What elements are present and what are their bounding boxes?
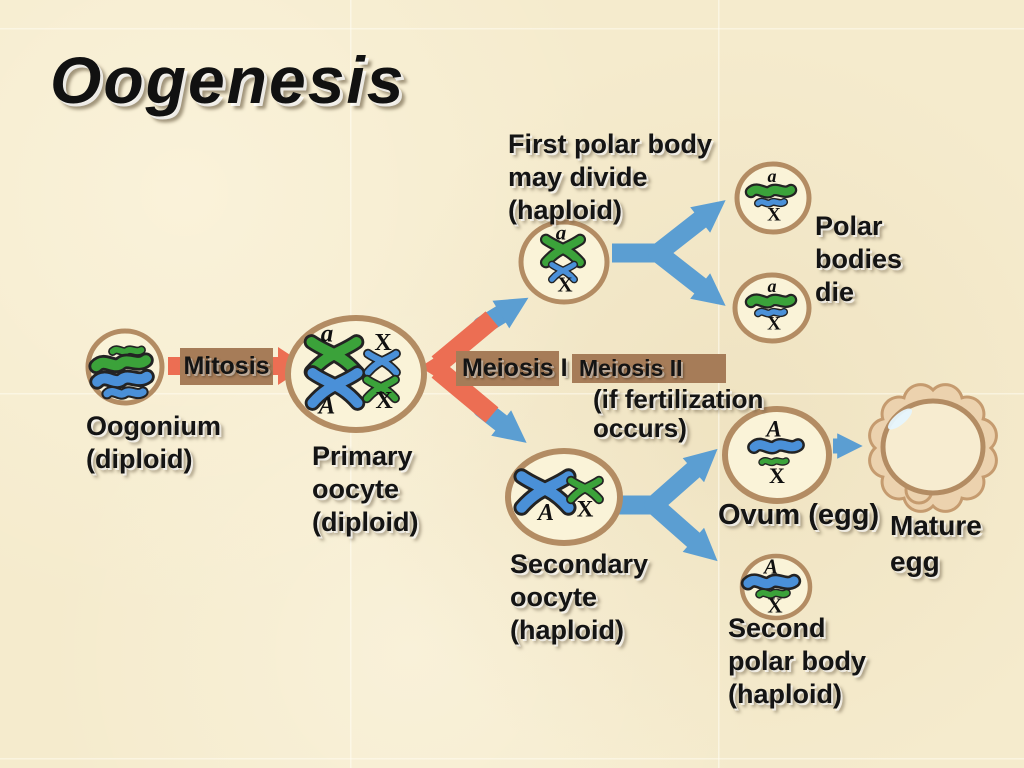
second-polar-body-cell <box>739 553 813 621</box>
mature-egg-label: Mature egg <box>890 508 982 580</box>
mature-egg-label-line1: Mature <box>890 510 982 541</box>
oogonium-label-line1: Oogonium <box>86 411 221 441</box>
oogonium-cell <box>85 328 165 406</box>
secondary-oocyte-letter-x: X <box>576 496 594 522</box>
ovum-letter-x: X <box>769 463 785 488</box>
fertilization-note-line2: occurs) <box>593 413 687 444</box>
polar-body-bottom-cell <box>732 272 812 344</box>
ovum-cell <box>722 406 832 504</box>
fertilization-note: (if fertilization occurs) <box>593 384 764 444</box>
primary-oocyte-cell <box>285 315 427 433</box>
first-polar-body-letter-a: a <box>555 220 567 245</box>
second-polar-body-letter-A: A <box>763 554 779 579</box>
slide-title: Oogenesis <box>50 43 406 117</box>
secondary-oocyte-cell <box>505 448 623 546</box>
first-polar-body-label-line2: may divide <box>508 161 648 192</box>
ovum-letter-A: A <box>766 416 782 442</box>
mature-egg-highlight <box>887 408 913 430</box>
second-polar-body-label-line3: (haploid) <box>728 678 842 709</box>
polar-bodies-die-label: Polar bodies die <box>815 210 902 309</box>
secondary-oocyte-label-line3: (haploid) <box>510 614 624 645</box>
meiosis1-label: Meiosis I <box>462 354 568 382</box>
secondary-oocyte-label-line2: oocyte <box>510 581 598 612</box>
mitosis-stage-bar: Mitosis <box>180 348 273 385</box>
second-polar-body-label: Second polar body (haploid) <box>728 612 866 711</box>
polar-bodies-die-label-line2: bodies <box>815 243 903 274</box>
oogonium-label-line2: (diploid) <box>86 443 193 474</box>
first-polar-body-letter-x: X <box>557 272 573 297</box>
primary-oocyte-letter-x-bottom: X <box>375 388 393 414</box>
secondary-oocyte-label: Secondary oocyte (haploid) <box>510 548 648 647</box>
second-polar-body-label-line1: Second <box>728 613 826 643</box>
meiosis1-stage-bar: Meiosis I <box>456 351 568 386</box>
polar-body-top-cell <box>734 161 812 235</box>
secondary-oocyte-label-line1: Secondary <box>510 549 649 579</box>
meiosis1-fork-arrow <box>420 297 529 443</box>
primary-oocyte-label: Primary oocyte (diploid) <box>312 440 418 539</box>
polar-bodies-die-label-line3: die <box>815 276 855 307</box>
primary-oocyte-letter-a: a <box>320 320 334 348</box>
polar-body-bottom-letter-x: X <box>767 313 781 335</box>
first-polar-body-fork-arrow <box>612 200 726 306</box>
fertilization-note-line1: (if fertilization <box>593 384 764 414</box>
secondary-oocyte-fork-arrow <box>610 448 718 562</box>
polar-body-top-letter-x: X <box>767 204 781 226</box>
first-polar-body-cell <box>518 219 610 305</box>
ovum-label: Ovum (egg) <box>718 498 879 533</box>
primary-oocyte-label-line2: oocyte <box>312 473 400 504</box>
mature-egg <box>868 383 998 513</box>
polar-body-bottom-letter-a: a <box>767 276 777 296</box>
primary-oocyte-letter-A: A <box>318 392 336 420</box>
mature-egg-label-line2: egg <box>890 545 940 577</box>
second-polar-body-label-line2: polar body <box>728 645 867 676</box>
meiosis2-label: Meiosis II <box>579 355 683 381</box>
mitosis-label: Mitosis <box>183 352 270 380</box>
polar-bodies-die-label-line1: Polar <box>815 211 883 241</box>
primary-oocyte-label-line3: (diploid) <box>312 506 419 537</box>
polar-body-top-letter-a: a <box>767 166 777 186</box>
primary-oocyte-letter-x-top: X <box>374 330 392 356</box>
second-polar-body-letter-x: X <box>767 593 783 618</box>
first-polar-body-label-line1: First polar body <box>508 129 713 159</box>
first-polar-body-label: First polar body may divide (haploid) <box>508 128 712 227</box>
first-polar-body-label-line3: (haploid) <box>508 194 622 225</box>
oogonium-label: Oogonium (diploid) <box>86 410 221 476</box>
ovum-label-text: Ovum (egg) <box>718 499 880 531</box>
meiosis2-stage-bar: Meiosis II <box>572 354 726 383</box>
secondary-oocyte-letter-A: A <box>537 500 555 526</box>
primary-oocyte-label-line1: Primary <box>312 441 413 471</box>
